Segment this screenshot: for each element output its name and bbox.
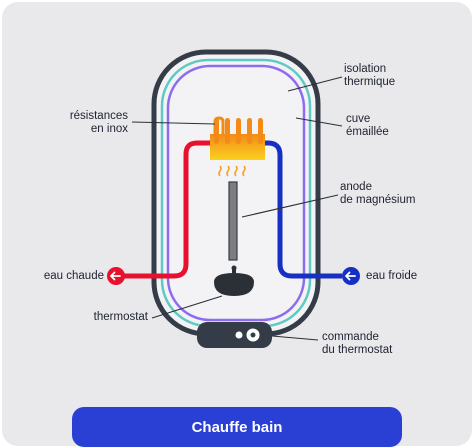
label-resistances: résistances en inox [69,110,128,135]
label-cuve: cuve émaillée [346,113,389,138]
heat-waves-icon [218,165,246,177]
thermostat-icon [214,265,254,296]
label-thermostat: thermostat [93,311,148,323]
resistance-elements [210,116,265,160]
control-dot-icon [235,331,243,339]
label-isolation: isolation thermique [344,63,396,88]
label-commande: commande du thermostat [322,331,393,356]
hot-arrow-icon [107,267,125,285]
leader-lines [131,76,343,341]
label-anode: anode de magnésium [340,181,416,206]
label-eau-froide: eau froide [366,270,418,282]
diagram-title: Chauffe bain [191,418,283,436]
thermostat-control-box [197,322,272,348]
cold-water-pipe [260,140,342,279]
cold-arrow-icon [342,267,360,285]
title-banner: Chauffe bain [72,407,402,447]
hot-water-pipe [122,140,210,279]
anode-rod [228,181,238,261]
tank-wall [166,64,306,322]
label-eau-chaude: eau chaude [43,270,104,282]
